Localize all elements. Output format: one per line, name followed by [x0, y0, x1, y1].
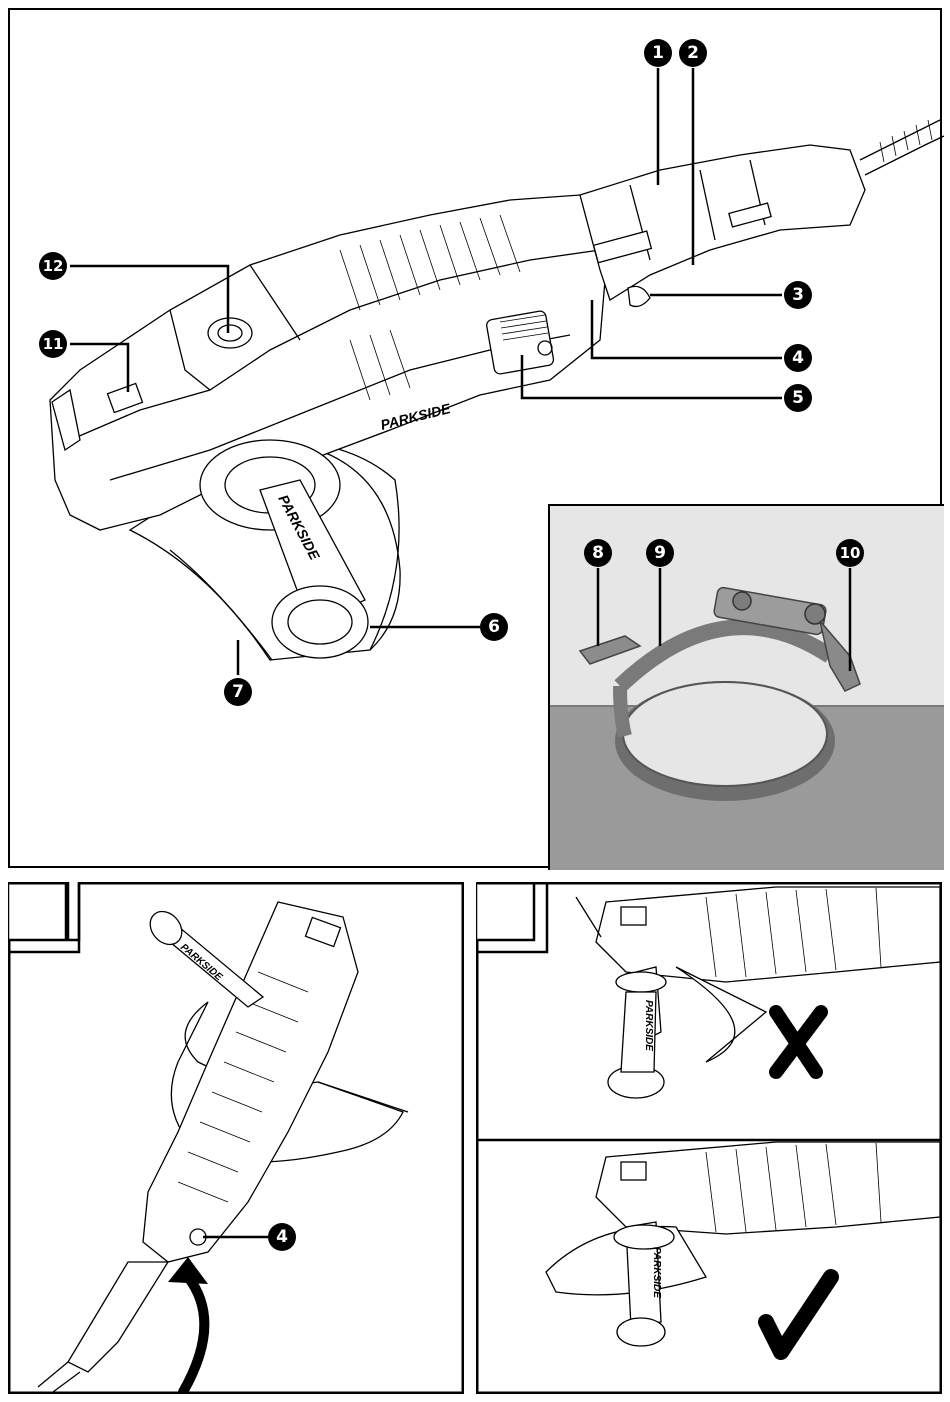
svg-text:7: 7: [232, 682, 244, 702]
callout-7: 7: [224, 678, 252, 706]
figure-number-box: [477, 883, 534, 940]
on-off-trigger: [628, 286, 650, 306]
figure-2-panel: PARKSIDE 4: [8, 882, 464, 1394]
grinder-wrong-position: PARKSIDE: [576, 887, 940, 1098]
svg-text:6: 6: [488, 617, 500, 637]
callout-4-fig2: 4: [268, 1223, 296, 1251]
svg-text:10: 10: [840, 544, 861, 562]
figure-3-drawing: PARKSIDE PARKSIDE: [476, 882, 942, 1394]
svg-text:4: 4: [792, 348, 804, 368]
callout-3: 3: [784, 281, 812, 309]
spindle-lock-button: [208, 318, 252, 348]
rear-handle: [580, 120, 944, 306]
brand-label-fig3-bottom: PARKSIDE: [651, 1247, 662, 1298]
svg-text:5: 5: [792, 388, 804, 408]
figure-1-panel: PARKSIDE PARKSI: [8, 8, 942, 868]
guard-clamp-photo: 8 9 10: [550, 506, 944, 870]
guard-clamp-photo-inset: 8 9 10: [548, 504, 944, 870]
figure-2-drawing: PARKSIDE 4: [8, 882, 464, 1394]
callout-6: 6: [480, 613, 508, 641]
callout-11: 11: [39, 330, 67, 358]
grinder-correct-position: PARKSIDE: [546, 1142, 940, 1352]
figure-number-box: [9, 883, 66, 940]
callout-4: 4: [784, 344, 812, 372]
svg-text:2: 2: [687, 43, 699, 63]
callout-1: 1: [644, 39, 672, 67]
svg-text:3: 3: [792, 285, 804, 305]
svg-text:11: 11: [43, 335, 64, 353]
figure-3-panel: PARKSIDE PARKSIDE: [476, 882, 942, 1394]
check-mark-icon: [766, 1277, 831, 1352]
callout-12: 12: [39, 252, 67, 280]
svg-text:12: 12: [43, 257, 64, 275]
rotation-arrow-icon: [183, 1277, 204, 1392]
cross-mark-icon: [776, 1012, 821, 1072]
callout-9: 9: [646, 539, 674, 567]
brand-label-fig3-top: PARKSIDE: [643, 1000, 654, 1051]
svg-text:4: 4: [276, 1227, 288, 1247]
callout-5: 5: [784, 384, 812, 412]
svg-text:1: 1: [652, 43, 664, 63]
svg-text:8: 8: [592, 543, 604, 563]
callout-10: 10: [836, 539, 864, 567]
svg-text:9: 9: [654, 543, 666, 563]
callout-8: 8: [584, 539, 612, 567]
callout-2: 2: [679, 39, 707, 67]
